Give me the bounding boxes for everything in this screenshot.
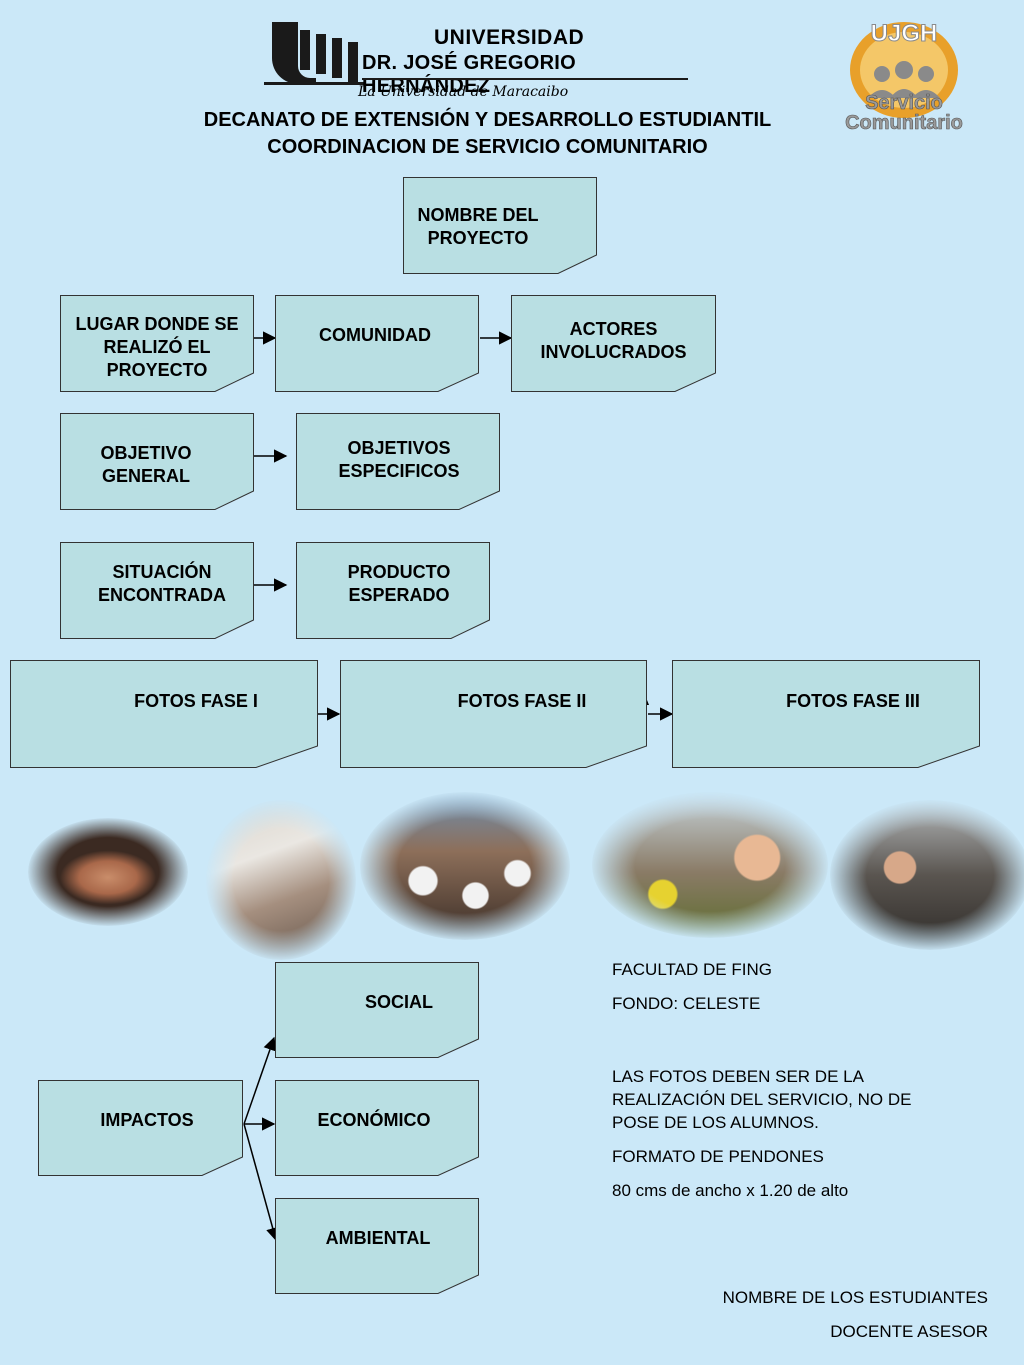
- footer-advisor: DOCENTE ASESOR: [830, 1322, 988, 1341]
- service-badge: UJGH Servicio Comunitario: [836, 18, 972, 136]
- box-product: [296, 542, 490, 639]
- community-service-emblem-icon: [850, 22, 958, 118]
- box-project-name-label: NOMBRE DEL PROYECTO: [417, 205, 539, 248]
- box-photos-phase-2-label: FOTOS FASE II: [457, 691, 587, 711]
- note-size: 80 cms de ancho x 1.20 de alto: [612, 1181, 849, 1200]
- page-title-line1: DECANATO DE EXTENSIÓN Y DESARROLLO ESTUD…: [203, 109, 772, 131]
- badge-line1: Servicio: [865, 92, 943, 115]
- classroom-children-photo: [360, 792, 570, 940]
- box-product-label: PRODUCTO ESPERADO: [347, 562, 451, 605]
- box-location: [60, 295, 254, 392]
- box-community-label: COMUNIDAD: [319, 325, 431, 345]
- badge-line2: Comunitario: [845, 112, 963, 135]
- box-economic: [275, 1080, 479, 1176]
- note-background: FONDO: CELESTE: [612, 994, 761, 1013]
- note-photos-rule: LAS FOTOS DEBEN SER DE LA REALIZACIÓN DE…: [612, 1067, 912, 1132]
- box-specific-objectives: [296, 413, 500, 510]
- box-photos-phase-1-label: FOTOS FASE I: [134, 691, 258, 711]
- child-face-photo: [28, 818, 188, 926]
- university-name-line2: DR. JOSÉ GREGORIO HERNÁNDEZ: [362, 52, 577, 97]
- box-project-name: [403, 177, 597, 274]
- box-general-objective: [60, 413, 254, 510]
- box-photos-phase-3-label: FOTOS FASE III: [786, 691, 920, 711]
- box-actors-label: ACTORES INVOLUCRADOS: [540, 319, 687, 362]
- box-photos-phase-1: [10, 660, 318, 768]
- arrow-impacts-to-environmental: [243, 1123, 280, 1242]
- box-actors: [511, 295, 716, 392]
- box-situation-label: SITUACIÓN ENCONTRADA: [98, 562, 226, 605]
- box-social: [275, 962, 479, 1058]
- arrow-impacts-to-social: [243, 1036, 277, 1125]
- nurse-child-photo: [206, 800, 356, 960]
- badge-acronym: UJGH: [870, 20, 938, 48]
- box-situation: [60, 542, 254, 639]
- university-name-line1: UNIVERSIDAD: [434, 26, 585, 49]
- box-photos-phase-2: [340, 660, 647, 768]
- children-activity-photo: [592, 792, 828, 938]
- box-impacts-label: IMPACTOS: [100, 1110, 194, 1130]
- university-logo: UNIVERSIDAD DR. JOSÉ GREGORIO HERNÁNDEZ …: [262, 18, 692, 104]
- box-general-objective-label: OBJETIVO GENERAL: [100, 443, 192, 486]
- university-tagline: La Universidad de Maracaibo: [358, 84, 569, 100]
- box-specific-objectives-label: OBJETIVOS ESPECIFICOS: [338, 438, 460, 481]
- box-social-label: SOCIAL: [364, 992, 433, 1012]
- university-logo-mark-icon: [264, 22, 364, 85]
- note-format: FORMATO DE PENDONES: [612, 1147, 824, 1166]
- page-title-line2: COORDINACION DE SERVICIO COMUNITARIO: [267, 136, 708, 158]
- footer-students: NOMBRE DE LOS ESTUDIANTES: [722, 1288, 988, 1307]
- box-economic-label: ECONÓMICO: [317, 1110, 431, 1130]
- box-environmental-label: AMBIENTAL: [325, 1228, 431, 1248]
- note-faculty: FACULTAD DE FING: [612, 960, 772, 979]
- box-community: [275, 295, 479, 392]
- box-impacts: [38, 1080, 243, 1176]
- box-environmental: [275, 1198, 479, 1294]
- box-location-label: LUGAR DONDE SE REALIZÓ EL PROYECTO: [75, 314, 239, 380]
- box-photos-phase-3: [672, 660, 980, 768]
- workshop-photo: [830, 800, 1024, 950]
